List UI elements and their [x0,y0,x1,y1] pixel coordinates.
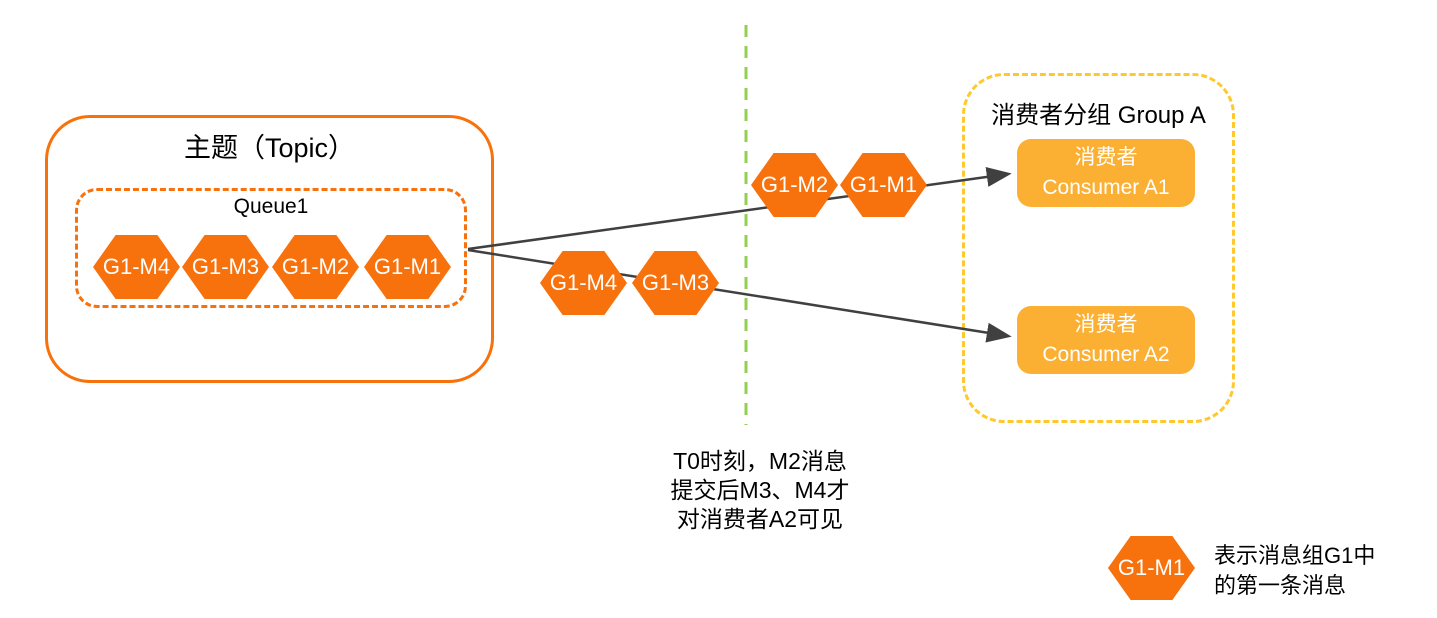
consumer-a1-label-en: Consumer A1 [1042,176,1170,199]
queue-label: Queue1 [233,195,309,218]
t0-annotation-line-3: 对消费者A2可见 [676,506,844,532]
legend-description-line-2: 的第一条消息 [1214,573,1347,598]
topic-title: 主题（Topic） [183,133,356,163]
arrow-to-consumer-a1 [467,167,1012,251]
t0-annotation-line-2: 提交后M3、M4才 [670,477,850,503]
topic-container: 主题（Topic） Queue1 G1-M4 G1-M3 G1-M2 G1-M1 [45,115,494,383]
consumer-group-container: 消费者分组 Group A 消费者 Consumer A1 消费者 Consum… [962,73,1235,423]
consumer-group-title: 消费者分组 Group A [991,102,1206,129]
legend-description: 表示消息组G1中 的第一条消息 [1214,541,1375,601]
legend-description-line-1: 表示消息组G1中 [1214,543,1376,568]
t0-annotation: T0时刻，M2消息 提交后M3、M4才 对消费者A2可见 [640,447,880,534]
consumer-a1-label-cn: 消费者 [1074,146,1138,169]
consumer-a2-label-en: Consumer A2 [1042,343,1170,366]
consumer-a2-label-cn: 消费者 [1074,313,1138,336]
queue-container: Queue1 G1-M4 G1-M3 G1-M2 G1-M1 [75,188,467,308]
t0-annotation-line-1: T0时刻，M2消息 [673,448,847,474]
consumer-a1-box: 消费者 Consumer A1 [1017,139,1195,207]
consumer-a2-box: 消费者 Consumer A2 [1017,306,1195,374]
